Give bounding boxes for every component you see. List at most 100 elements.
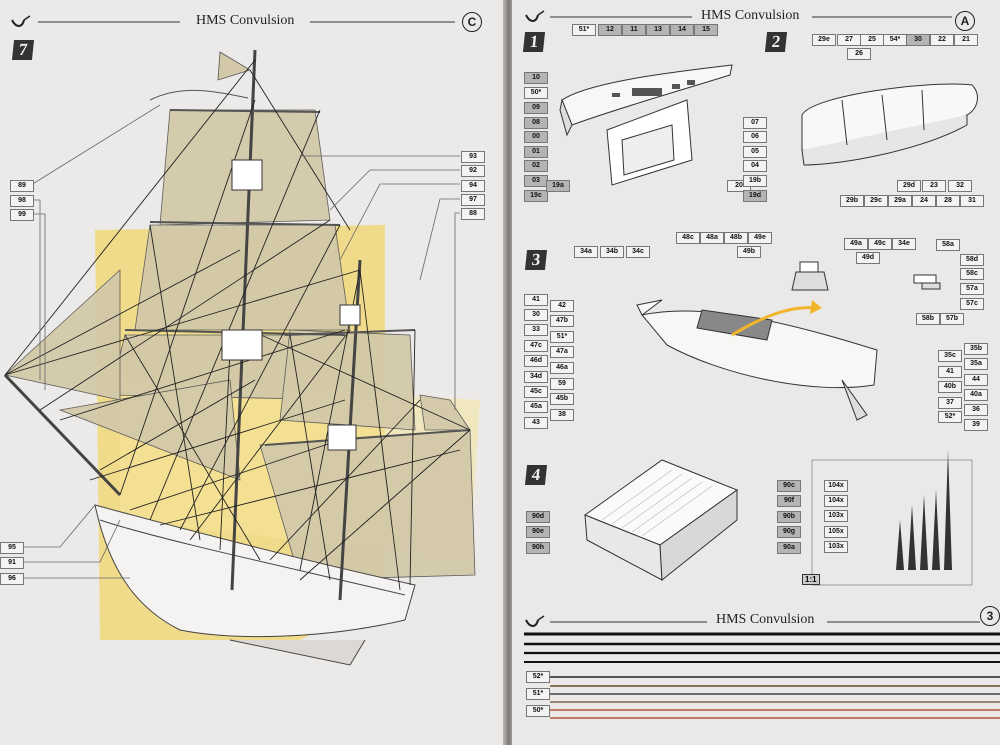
- part-label: 89: [10, 180, 34, 192]
- part-label: 45b: [550, 393, 574, 405]
- part-label: 41: [938, 366, 962, 378]
- rigging-illustration: [3, 21, 480, 666]
- part-label: 43: [524, 417, 548, 429]
- step-number: 3: [524, 250, 548, 270]
- part-label: 58b: [916, 313, 940, 325]
- part-label: 40a: [964, 389, 988, 401]
- part-label: 90e: [526, 526, 550, 538]
- part-label: 19c: [524, 190, 548, 202]
- part-label: 90c: [777, 480, 801, 492]
- part-label: 04: [743, 160, 767, 172]
- part-label: 59: [550, 378, 574, 390]
- part-label: 95: [0, 542, 24, 554]
- part-label: 47b: [550, 315, 574, 327]
- part-label: 49c: [868, 238, 892, 250]
- part-label: 21: [954, 34, 978, 46]
- part-label: 103x: [824, 541, 848, 553]
- part-label: 30: [524, 309, 548, 321]
- scale-badge: 1:1: [802, 574, 820, 585]
- part-label: 51*: [550, 331, 574, 343]
- part-label: 48a: [700, 232, 724, 244]
- part-label: 46a: [550, 362, 574, 374]
- part-label: 42: [550, 300, 574, 312]
- page-letter-badge: C: [462, 12, 482, 32]
- part-label: 50*: [524, 87, 548, 99]
- footer-title: HMS Convulsion: [710, 612, 821, 628]
- assembly-diagrams: [524, 16, 1000, 719]
- part-label: 33: [524, 324, 548, 336]
- part-label: 58c: [960, 268, 984, 280]
- part-label: 48b: [724, 232, 748, 244]
- part-label: 27: [837, 34, 861, 46]
- part-label: 52*: [938, 411, 962, 423]
- part-label: 36: [964, 404, 988, 416]
- part-label: 07: [743, 117, 767, 129]
- part-label: 01: [524, 146, 548, 158]
- part-label: 40b: [938, 381, 962, 393]
- part-label: 26: [847, 48, 871, 60]
- step-number: 2: [764, 32, 788, 52]
- part-label: 02: [524, 160, 548, 172]
- part-label: 10: [524, 72, 548, 84]
- part-label: 34b: [600, 246, 624, 258]
- part-label: 51*: [572, 24, 596, 36]
- part-label: 28: [936, 195, 960, 207]
- rope-label: 51*: [526, 688, 550, 700]
- part-label: 19b: [743, 175, 767, 187]
- part-label: 44: [964, 374, 988, 386]
- brand-logo-icon: [524, 9, 546, 25]
- part-label: 103x: [824, 510, 848, 522]
- part-label: 97: [461, 194, 485, 206]
- part-label: 98: [10, 195, 34, 207]
- part-label: 49a: [844, 238, 868, 250]
- page-number-badge: 3: [980, 606, 1000, 626]
- part-label: 06: [743, 131, 767, 143]
- part-label: 49b: [737, 246, 761, 258]
- part-label: 35b: [964, 343, 988, 355]
- page-letter-badge: A: [955, 11, 975, 31]
- part-label: 46d: [524, 355, 548, 367]
- part-label: 49e: [748, 232, 772, 244]
- part-label: 58a: [936, 239, 960, 251]
- part-label: 37: [938, 397, 962, 409]
- part-label: 08: [524, 117, 548, 129]
- part-label: 49d: [856, 252, 880, 264]
- part-label: 19a: [546, 180, 570, 192]
- part-label: 90f: [777, 495, 801, 507]
- part-label: 25: [860, 34, 884, 46]
- part-label: 92: [461, 165, 485, 177]
- part-label: 23: [922, 180, 946, 192]
- part-label: 58d: [960, 254, 984, 266]
- part-label: 13: [646, 24, 670, 36]
- part-label: 54*: [883, 34, 907, 46]
- part-label: 05: [743, 146, 767, 158]
- part-label: 29a: [888, 195, 912, 207]
- part-label: 90h: [526, 542, 550, 554]
- part-label: 47c: [524, 340, 548, 352]
- part-label: 39: [964, 419, 988, 431]
- part-label: 105x: [824, 526, 848, 538]
- part-label: 88: [461, 208, 485, 220]
- part-label: 41: [524, 294, 548, 306]
- page-header-title: HMS Convulsion: [190, 13, 301, 29]
- part-label: 00: [524, 131, 548, 143]
- step-number: 4: [524, 465, 548, 485]
- part-label: 34d: [524, 371, 548, 383]
- part-label: 35a: [964, 358, 988, 370]
- page-header-title: HMS Convulsion: [695, 8, 806, 24]
- part-label: 29c: [864, 195, 888, 207]
- part-label: 104x: [824, 480, 848, 492]
- part-label: 29e: [812, 34, 836, 46]
- part-label: 09: [524, 102, 548, 114]
- step-number: 7: [11, 40, 35, 60]
- part-label: 34e: [892, 238, 916, 250]
- part-label: 34a: [574, 246, 598, 258]
- part-label: 03: [524, 175, 548, 187]
- part-label: 35c: [938, 350, 962, 362]
- part-label: 57a: [960, 283, 984, 295]
- brand-logo-icon: [10, 14, 32, 30]
- part-label: 22: [930, 34, 954, 46]
- part-label: 32: [948, 180, 972, 192]
- part-label: 29d: [897, 180, 921, 192]
